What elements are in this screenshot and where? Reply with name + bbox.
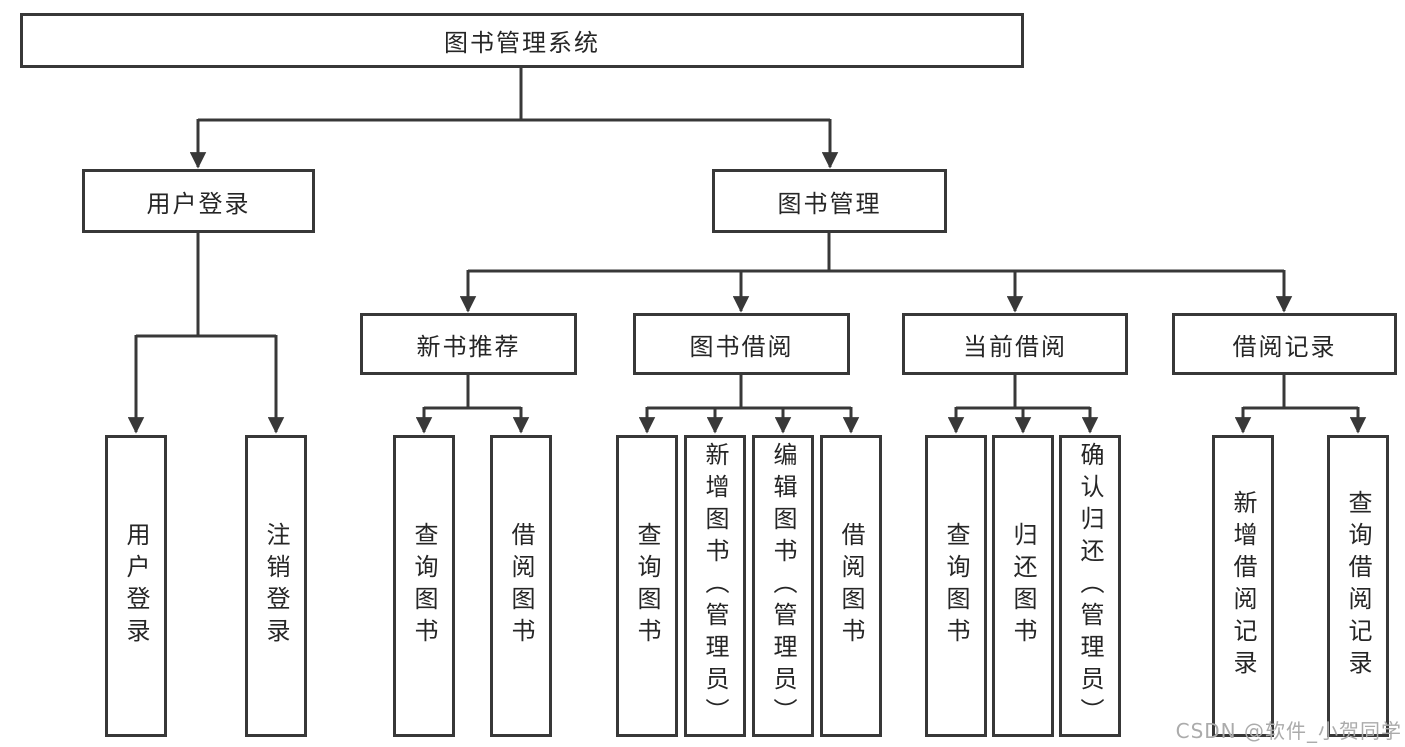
leaf-label: 编辑图书（管理员）	[769, 442, 797, 730]
leaf-label: 注销登录	[262, 522, 290, 650]
leaf-borrow-books: 借阅图书	[820, 435, 882, 737]
leaf-label: 查询借阅记录	[1344, 490, 1372, 682]
leaf-edit-books-admin: 编辑图书（管理员）	[752, 435, 814, 737]
leaf-query-books-borrow: 查询图书	[616, 435, 678, 737]
leaf-label: 查询图书	[633, 522, 661, 650]
node-borrow-records: 借阅记录	[1172, 313, 1397, 375]
node-system-root: 图书管理系统	[20, 13, 1024, 68]
csdn-watermark: CSDN @软件_小贺同学	[1175, 719, 1402, 743]
node-label: 用户登录	[146, 189, 251, 218]
leaf-logout: 注销登录	[245, 435, 307, 737]
leaf-label: 确认归还（管理员）	[1076, 442, 1104, 730]
node-book-borrow: 图书借阅	[633, 313, 850, 375]
leaf-label: 新增借阅记录	[1229, 490, 1257, 682]
node-label: 图书管理	[777, 189, 882, 218]
leaf-label: 归还图书	[1009, 522, 1037, 650]
leaf-add-borrow-record: 新增借阅记录	[1212, 435, 1274, 737]
node-user-login: 用户登录	[82, 169, 315, 233]
leaf-label: 查询图书	[410, 522, 438, 650]
leaf-return-books: 归还图书	[992, 435, 1054, 737]
leaf-confirm-return-admin: 确认归还（管理员）	[1059, 435, 1121, 737]
leaf-query-books-newbook: 查询图书	[393, 435, 455, 737]
node-book-management: 图书管理	[712, 169, 947, 233]
node-label: 借阅记录	[1232, 332, 1337, 361]
leaf-borrow-books-newbook: 借阅图书	[490, 435, 552, 737]
leaf-label: 新增图书（管理员）	[701, 442, 729, 730]
leaf-add-books-admin: 新增图书（管理员）	[684, 435, 746, 737]
node-label: 图书借阅	[689, 332, 794, 361]
leaf-label: 用户登录	[122, 522, 150, 650]
leaf-label: 查询图书	[942, 522, 970, 650]
node-current-borrow: 当前借阅	[902, 313, 1128, 375]
leaf-label: 借阅图书	[837, 522, 865, 650]
leaf-query-books-current: 查询图书	[925, 435, 987, 737]
leaf-label: 借阅图书	[507, 522, 535, 650]
node-label: 当前借阅	[963, 332, 1067, 361]
node-label: 新书推荐	[416, 332, 521, 361]
leaf-user-login: 用户登录	[105, 435, 167, 737]
node-label: 图书管理系统	[444, 29, 600, 57]
leaf-query-borrow-record: 查询借阅记录	[1327, 435, 1389, 737]
node-new-book-recommend: 新书推荐	[360, 313, 577, 375]
